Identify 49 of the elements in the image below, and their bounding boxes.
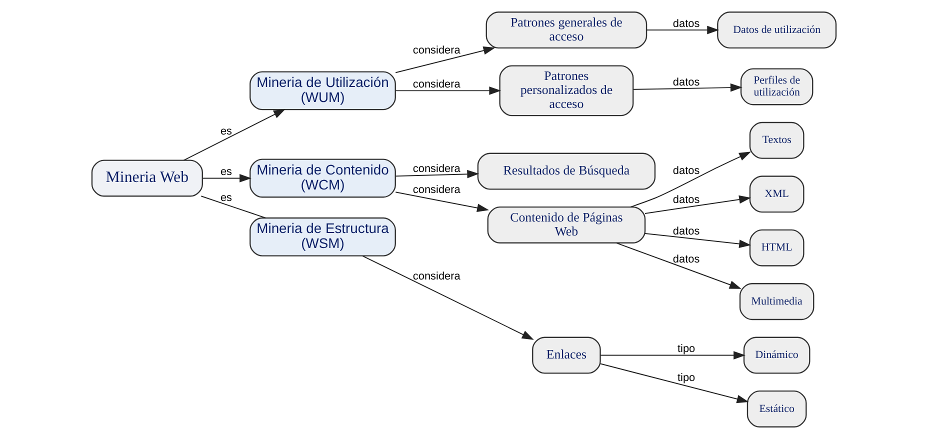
node-box: Textos: [748, 122, 804, 159]
node-box: HTML: [748, 229, 804, 266]
arrow: [394, 46, 495, 74]
node-box: Resultados de Búsqueda: [476, 152, 656, 190]
edge-label: considera: [412, 78, 460, 90]
edge-label: datos: [672, 226, 700, 238]
node-box: Multimedia: [738, 283, 814, 320]
node-box: Contenido de Páginas Web: [486, 206, 646, 244]
edge-label: tipo: [676, 343, 695, 356]
arrow: [182, 108, 285, 161]
edge-label: datos: [672, 18, 700, 30]
node-box: Estático: [746, 390, 806, 428]
edge-label: es: [220, 125, 232, 138]
node-box: Mineria Web: [90, 160, 202, 197]
arrow: [599, 351, 745, 360]
arrow: [646, 26, 719, 34]
edge-label: datos: [672, 76, 700, 89]
node-box: Patrones personalizados de acceso: [498, 65, 634, 116]
arrow: [394, 192, 489, 212]
edge-label: considera: [412, 44, 460, 57]
edge-label: datos: [672, 194, 700, 206]
node-box: Mineria de Estructura (WSM): [249, 217, 396, 256]
edge-label: es: [220, 192, 232, 204]
node-box: Dinámico: [742, 336, 810, 374]
node-box: Mineria de Contenido (WCM): [249, 158, 396, 198]
arrow: [394, 170, 479, 178]
node-box: Patrones generales de acceso: [485, 12, 647, 49]
node-box: Perfiles de utilización: [740, 68, 813, 106]
edge-label: es: [220, 166, 232, 178]
arrow: [644, 195, 751, 214]
edge-label: considera: [412, 163, 460, 176]
edge-label: considera: [412, 270, 460, 282]
node-box: Mineria de Utilización (WUM): [249, 71, 396, 110]
arrow: [599, 363, 748, 404]
arrow: [644, 232, 751, 248]
edge-label: considera: [412, 184, 460, 196]
arrow: [202, 174, 251, 182]
node-box: XML: [748, 176, 804, 213]
arrow: [630, 152, 751, 208]
arrow: [615, 242, 741, 289]
edge-label: tipo: [676, 372, 695, 384]
edge-label: datos: [672, 165, 700, 178]
connector: [200, 196, 266, 218]
node-box: Enlaces: [532, 336, 600, 374]
arrow: [632, 83, 742, 92]
arrow: [362, 255, 534, 340]
node-box: Datos de utilización: [716, 12, 836, 49]
arrow: [394, 86, 501, 95]
edge-label: datos: [672, 254, 700, 266]
